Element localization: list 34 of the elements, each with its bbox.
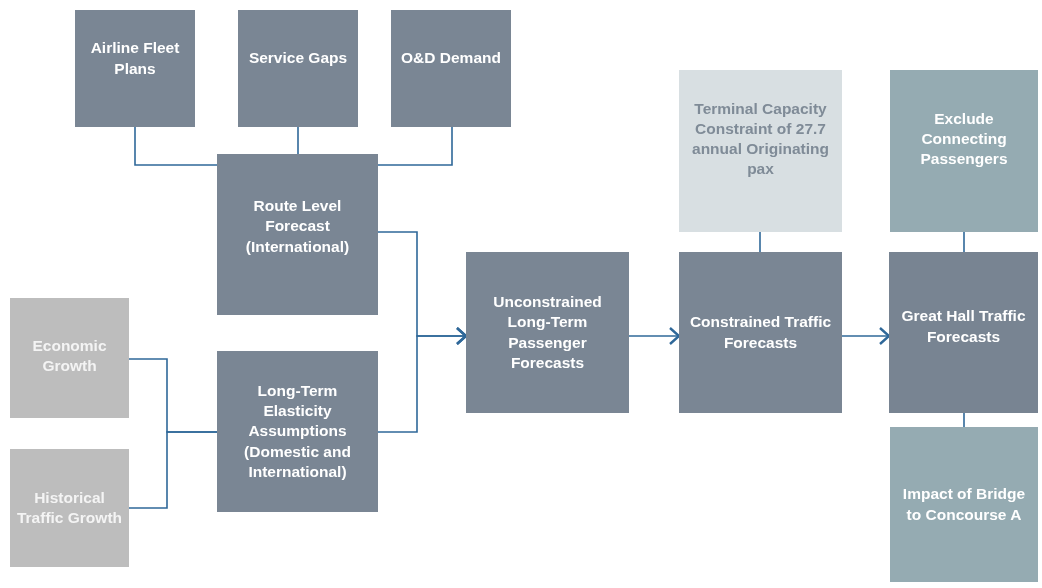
- connector-line: [759, 231, 761, 253]
- connector-line: [297, 126, 299, 155]
- box-label: Unconstrained Long-Term Passenger Forecasts: [492, 292, 603, 373]
- box-label: Terminal Capacity Constraint of 27.7 annual Originating pax: [691, 98, 830, 180]
- process-box: [217, 351, 378, 512]
- process-box: [75, 10, 195, 127]
- connector-line: [128, 431, 218, 509]
- process-box: [466, 252, 629, 413]
- arrow: [377, 326, 468, 433]
- box-label: Constrained Traffic Forecasts: [688, 312, 833, 353]
- box-label: Service Gaps: [248, 48, 348, 69]
- process-box: [217, 154, 378, 315]
- connector-line: [377, 126, 453, 166]
- box-label: Exclude Connecting Passengers: [919, 108, 1009, 170]
- box-label: Long-Term Elasticity Assumptions (Domestic and International): [243, 381, 352, 482]
- process-box: [679, 252, 842, 413]
- arrow: [628, 326, 681, 346]
- box-label: Route Level Forecast (International): [244, 196, 351, 257]
- process-box: [391, 10, 511, 127]
- box-label: O&D Demand: [401, 48, 501, 69]
- box-label: Impact of Bridge to Concourse A: [901, 484, 1027, 525]
- process-box: [890, 427, 1038, 582]
- process-box: [679, 70, 842, 232]
- process-box: [10, 449, 129, 567]
- connector-line: [963, 412, 965, 428]
- process-box: [890, 70, 1038, 232]
- connector-line: [134, 126, 218, 166]
- box-label: Great Hall Traffic Forecasts: [900, 306, 1027, 347]
- process-box: [10, 298, 129, 418]
- connector-line: [963, 231, 965, 253]
- process-box: [889, 252, 1038, 413]
- arrow: [841, 326, 891, 346]
- box-label: Airline Fleet Plans: [89, 38, 181, 79]
- process-box: [238, 10, 358, 127]
